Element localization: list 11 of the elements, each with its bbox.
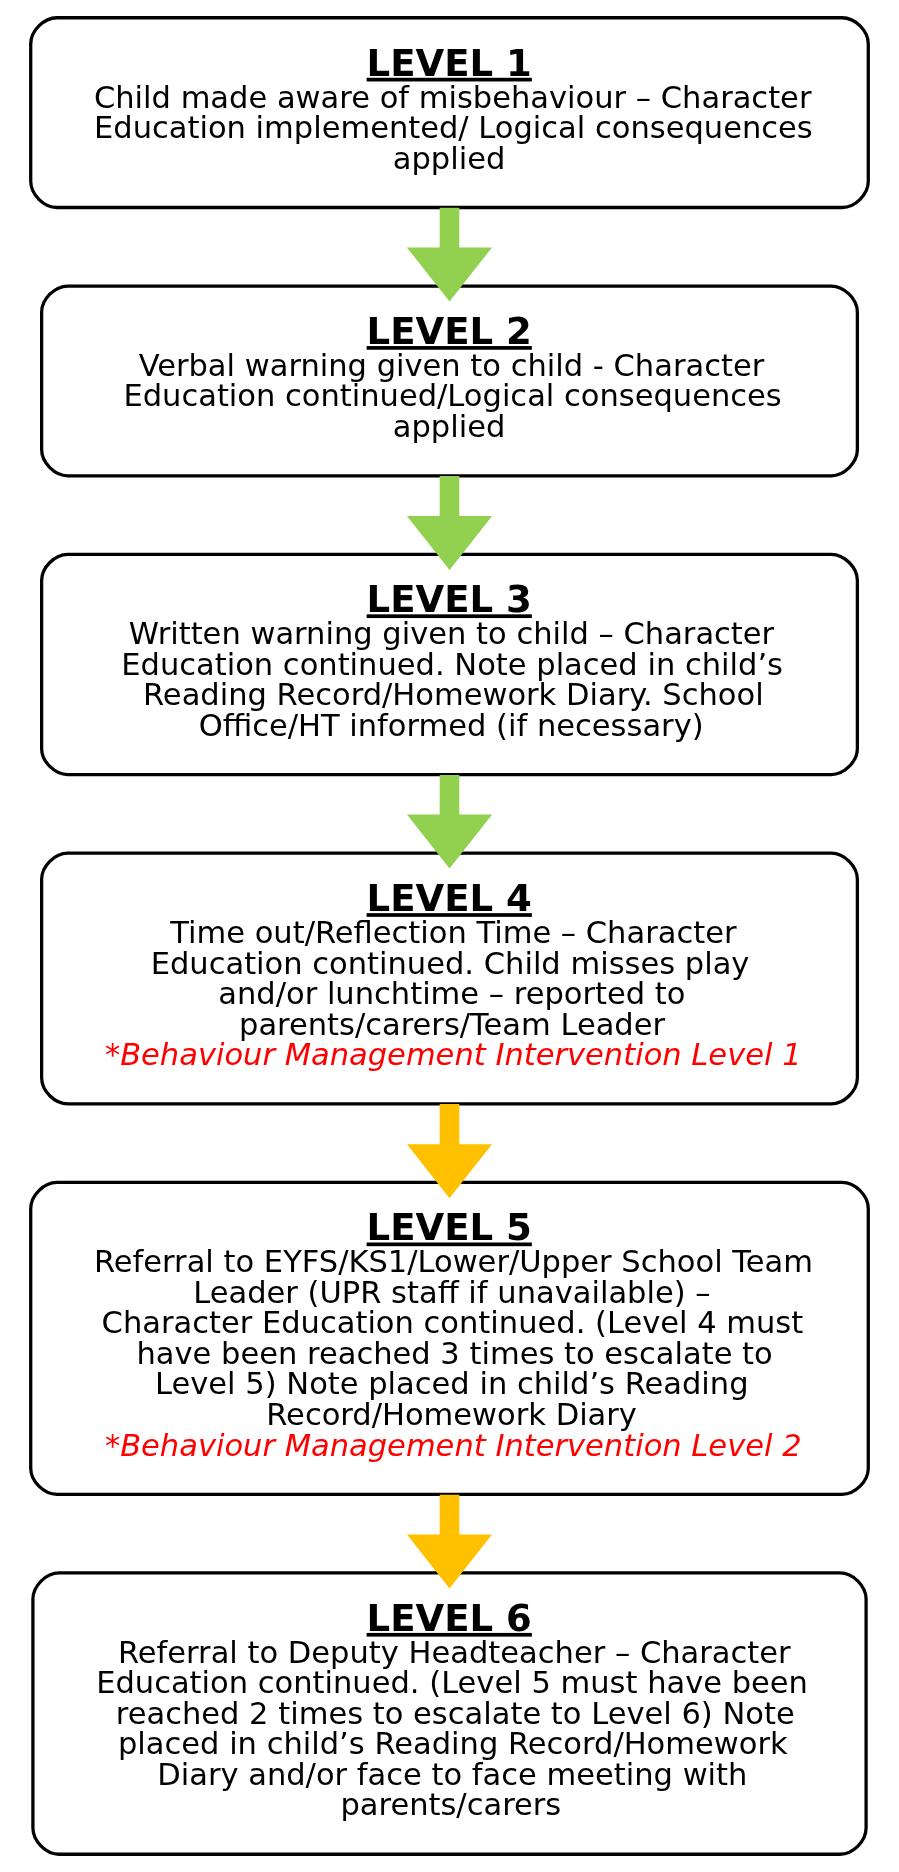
node-box: LEVEL 2 Verbal warning given to child - Character Education continued/Logical consequences applied [40,284,859,478]
arrow [406,1104,493,1199]
arrow [406,476,493,571]
node-box: LEVEL 3 Written warning given to child – Character Education continued. Note placed in child’s Reading Record/Homework Diary. School Office/HT informed (if necessary) [40,552,859,777]
arrow [406,774,493,869]
node-box: LEVEL 6 Referral to Deputy Headteacher – Character Education continued. (Level 5 must have been reached 2 times to escalate to Level 6) Note placed in child’s Reading Record/Homework Diary and/or face to face meeting with parents/carers [31,1571,868,1856]
node-box: LEVEL 4 Time out/Reflection Time – Character Education continued. Child misses play and/or lunchtime – reported to parents/carers/Team Leader *Behaviour Management Intervention Level 1 [40,851,859,1106]
node-box: LEVEL 1 Child made aware of misbehaviour – Character Education implemented/ Logical consequences applied [29,16,870,210]
arrow [406,1494,493,1589]
arrow [406,207,493,302]
node-box: LEVEL 5 Referral to EYFS/KS1/Lower/Upper School Team Leader (UPR staff if unavailable) – Character Education continued. (Level 4 must have been reached 3 times to escalate to Level 5) Note placed in child’s Reading Record/Homework Diary *Behaviour Management Intervention Level 2 [29,1180,870,1496]
